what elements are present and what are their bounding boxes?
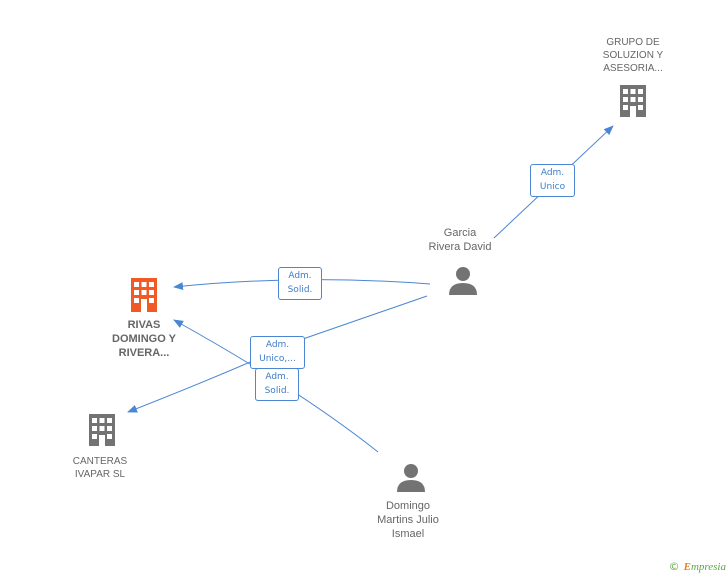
edge-label-adm-solid-domingo[interactable]: Adm. Solid. <box>255 368 299 401</box>
node-label-domingo-line1: Domingo <box>385 500 431 512</box>
node-label-garcia: Garcia Rivera David <box>410 226 510 254</box>
node-label-grupo-line2: SOLUZION Y <box>602 50 664 61</box>
edge-label-adm-solid-rivas[interactable]: Adm. Solid. <box>278 267 322 300</box>
node-label-rivas-line1: RIVAS <box>127 319 161 331</box>
node-label-garcia-line2: Rivera David <box>428 241 492 253</box>
node-label-canteras: CANTERAS IVAPAR SL <box>50 455 150 481</box>
empresia-watermark: ©Empresia <box>669 560 726 573</box>
brand-name: mpresia <box>690 561 726 573</box>
building-icon[interactable] <box>128 278 160 314</box>
edge-label-line1: Adm. <box>288 271 312 281</box>
edge-label-line2: Unico <box>539 182 566 192</box>
node-label-canteras-line1: CANTERAS <box>72 456 128 467</box>
building-icon[interactable] <box>617 85 649 119</box>
edge-label-line2: Solid. <box>287 285 313 295</box>
edge-label-line1: Adm. <box>265 340 290 350</box>
edge-label-line1: Adm. <box>540 168 565 178</box>
node-label-grupo: GRUPO DE SOLUZION Y ASESORIA... <box>583 36 683 75</box>
node-label-rivas-line2: DOMINGO Y <box>112 333 176 345</box>
person-icon[interactable] <box>396 463 426 493</box>
building-icon[interactable] <box>86 414 118 448</box>
edge-label-adm-unico-grupo[interactable]: Adm. Unico <box>530 164 575 197</box>
node-label-garcia-line1: Garcia <box>443 227 477 239</box>
node-label-domingo: Domingo Martins Julio Ismael <box>358 499 458 541</box>
node-label-grupo-line1: GRUPO DE <box>606 37 660 48</box>
edge-label-line2: Unico,... <box>259 354 296 364</box>
node-label-domingo-line2: Martins Julio <box>377 514 439 526</box>
node-label-rivas-line3: RIVERA... <box>118 347 170 359</box>
node-label-rivas: RIVAS DOMINGO Y RIVERA... <box>92 318 196 360</box>
node-label-domingo-line3: Ismael <box>391 528 425 540</box>
brand-initial: E <box>683 561 691 573</box>
edge-label-adm-unico-canteras[interactable]: Adm. Unico,... <box>250 336 305 369</box>
node-label-grupo-line3: ASESORIA... <box>603 63 663 74</box>
node-label-canteras-line2: IVAPAR SL <box>74 469 126 480</box>
person-icon[interactable] <box>448 266 478 296</box>
copyright-symbol: © <box>668 560 680 573</box>
edge-label-line2: Solid. <box>264 386 290 396</box>
edge-label-line1: Adm. <box>265 372 289 382</box>
